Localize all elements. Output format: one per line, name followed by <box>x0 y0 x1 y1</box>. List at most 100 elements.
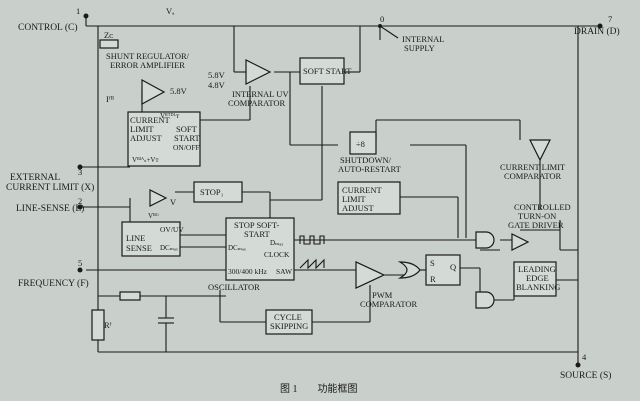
uv-vhigh: 5.8V <box>208 70 226 80</box>
node-zc: Zᴄ <box>104 30 113 40</box>
pin-x-number: 3 <box>78 167 82 177</box>
shunt-reg-ref: 5.8V <box>170 86 188 96</box>
line-sense-ovuv: OV/UV <box>160 225 184 234</box>
pin-drain-dot <box>597 23 603 29</box>
line-sense-block <box>121 221 181 257</box>
soft-start-block <box>299 57 345 85</box>
rf-resistor <box>91 309 105 341</box>
stop-label: STOP₁ <box>200 187 224 197</box>
pin-terminals <box>77 13 603 368</box>
uv-vlow: 4.8V <box>208 80 226 90</box>
clock-waveform <box>299 235 325 245</box>
supply-node-dot <box>378 24 382 28</box>
osc-clock: CLOCK <box>264 250 290 259</box>
pin-f-label: FREQUENCY (F) <box>18 278 89 289</box>
osc-freq: 300/400 kHz <box>228 267 268 276</box>
osc-saw: SAW <box>276 267 293 276</box>
pin-l-label: LINE-SENSE (L) <box>16 203 84 214</box>
shunt-amp-symbol <box>141 78 166 106</box>
cla-line1: CURRENT <box>130 115 170 125</box>
pwm-line1: PWM <box>372 290 393 300</box>
soft-start-label: SOFT START <box>303 66 352 76</box>
pin-source-dot <box>575 362 581 368</box>
blocks <box>91 39 557 341</box>
clc-line1: CURRENT LIMIT <box>500 162 566 172</box>
pin-drain-label: DRAIN (D) <box>574 26 620 37</box>
cycle-line2: SKIPPING <box>270 321 308 331</box>
leb-line1: LEADING <box>518 264 556 274</box>
internal-supply-line1: INTERNAL <box>402 34 445 44</box>
ctod-line3: GATE DRIVER <box>508 220 564 230</box>
cla-line3: ADJUST <box>130 133 162 143</box>
rf-label: Rᶠ <box>104 320 112 330</box>
latch-q: Q <box>450 262 456 272</box>
pin-control-dot <box>83 13 89 19</box>
gate-driver-symbol <box>511 233 530 251</box>
and-gate-2 <box>475 291 495 309</box>
saw-waveform <box>299 258 325 270</box>
latch-s: S <box>430 258 435 268</box>
current-limit-adjust-block <box>127 111 201 167</box>
pin-source-label: SOURCE (S) <box>560 370 611 381</box>
v-label: V <box>170 197 177 207</box>
uv-line1: INTERNAL UV <box>232 89 289 99</box>
cla-bottom: Vᴮᴵᴬₛ+Vᴛ <box>132 156 159 164</box>
zc-resistor <box>99 39 119 49</box>
pin-control-label: CONTROL (C) <box>18 22 78 33</box>
shunt-reg-line2: ERROR AMPLIFIER <box>110 60 185 70</box>
vbg-label: Vᴮᴳ <box>148 212 159 220</box>
or-gate <box>397 261 421 279</box>
pin-x-label2: CURRENT LIMIT (X) <box>6 182 94 193</box>
osc-dcmax: DCₘₐₓ <box>228 244 247 252</box>
ctod-line1: CONTROLLED <box>514 202 571 212</box>
cla-onoff: ON/OFF <box>173 143 200 152</box>
uv-line2: COMPARATOR <box>228 98 285 108</box>
pin-x-dot <box>77 164 83 170</box>
and-gate-1 <box>475 231 495 249</box>
pin-f-number: 5 <box>78 258 82 268</box>
oscillator-block <box>225 217 295 281</box>
leading-edge-blanking-block <box>513 261 557 297</box>
cycle-line1: CYCLE <box>274 312 302 322</box>
osc-line1: STOP SOFT- <box>234 220 279 230</box>
shutdown-line2: AUTO-RESTART <box>338 164 402 174</box>
shunt-reg-line1: SHUNT REGULATOR/ <box>106 51 190 61</box>
cla2-line1: CURRENT <box>342 185 382 195</box>
cla2-line3: ADJUST <box>342 203 374 213</box>
divide-by-8-block <box>349 131 377 155</box>
line-sense-dcmax: DCₘₐₓ <box>160 244 179 252</box>
cla-line2: LIMIT <box>130 124 154 134</box>
cycle-skipping-block <box>265 309 313 335</box>
resistor <box>119 291 141 301</box>
line-sense-line2: SENSE <box>126 243 152 253</box>
pin-source-number: 4 <box>582 352 587 362</box>
cla2-line2: LIMIT <box>342 194 366 204</box>
cla-ss2: START <box>174 133 201 143</box>
wiring <box>80 16 600 365</box>
latch-r: R <box>430 274 436 284</box>
shutdown-line1: SHUTDOWN/ <box>340 155 392 165</box>
uv-comparator-symbol <box>245 59 272 85</box>
leb-line2: EDGE <box>526 273 549 283</box>
line-sense-line1: LINE <box>126 233 145 243</box>
leb-line3: BLANKING <box>516 282 560 292</box>
figure-caption: 图 1 功能框图 <box>280 382 358 395</box>
pwm-line2: COMPARATOR <box>360 299 417 309</box>
current-limit-adjust-2-block <box>337 181 401 215</box>
cla-ss1: SOFT <box>176 124 198 134</box>
supply-node-label: 0 <box>380 14 384 24</box>
pin-l-dot <box>77 204 83 210</box>
divide8-label: ÷8 <box>356 139 365 149</box>
internal-supply-line2: SUPPLY <box>404 43 435 53</box>
pin-f-dot <box>77 267 83 273</box>
osc-line2: START <box>244 229 271 239</box>
current-limit-comparator-symbol <box>529 139 551 162</box>
osc-dmax: Dₘₐₓ <box>270 239 284 247</box>
pwm-comparator-symbol <box>355 261 386 289</box>
pin-l-number: 2 <box>78 196 82 206</box>
pin-control-number: 1 <box>76 6 80 16</box>
clc-line2: COMPARATOR <box>504 171 561 181</box>
node-vc: Vₐ <box>166 6 175 16</box>
